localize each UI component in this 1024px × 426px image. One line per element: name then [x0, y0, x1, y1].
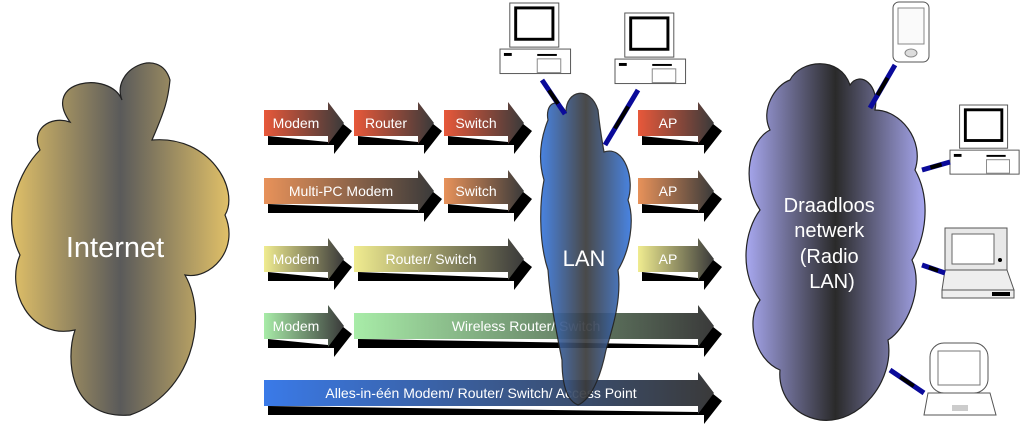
- arrow-1-2: AP: [638, 170, 722, 222]
- arrow-2-1: Router/ Switch: [354, 238, 532, 290]
- arrow-0-1: Router: [354, 102, 442, 154]
- lan-label: LAN: [563, 246, 606, 271]
- wireless-label-line: (Radio: [800, 246, 859, 268]
- devices-layer: [499, 1, 1020, 416]
- laptop-icon: [941, 227, 1015, 299]
- arrow-label: Modem: [273, 318, 320, 334]
- wireless-label-line: Draadloos: [784, 195, 875, 217]
- pda-icon: [892, 1, 930, 63]
- ibook-laptop-icon: [923, 342, 997, 416]
- arrow-3-1: Wireless Router/ Switch: [354, 305, 722, 357]
- arrow-label: Switch: [455, 115, 496, 131]
- arrow-2-2: AP: [638, 238, 722, 290]
- wireless-label-line: LAN): [809, 271, 855, 293]
- arrow-label: AP: [659, 183, 678, 199]
- arrow-0-3: AP: [638, 102, 722, 154]
- arrow-0-0: Modem: [264, 102, 352, 154]
- lan-cloud: LAN: [539, 92, 632, 406]
- desktop-pc-icon: [614, 12, 687, 85]
- arrow-label: Alles-in-één Modem/ Router/ Switch/ Acce…: [325, 385, 636, 401]
- arrow-1-0: Multi-PC Modem: [264, 170, 442, 222]
- arrow-label: Router: [365, 115, 407, 131]
- arrow-2-0: Modem: [264, 238, 352, 290]
- arrow-label: AP: [659, 115, 678, 131]
- wireless-label: Draadloos netwerk (Radio LAN): [784, 195, 881, 293]
- desktop-pc-icon: [949, 104, 1020, 175]
- desktop-pc-icon: [499, 2, 572, 75]
- arrow-label: AP: [659, 251, 678, 267]
- arrow-label: Router/ Switch: [385, 251, 476, 267]
- arrow-1-1: Switch: [444, 170, 532, 222]
- internet-cloud: Internet: [11, 62, 230, 416]
- wireless-cloud: Draadloos netwerk (Radio LAN): [745, 63, 926, 421]
- arrow-4-0: Alles-in-één Modem/ Router/ Switch/ Acce…: [264, 372, 722, 424]
- wireless-label-line: netwerk: [794, 220, 865, 242]
- arrow-label: Modem: [273, 115, 320, 131]
- arrow-label: Multi-PC Modem: [289, 183, 393, 199]
- internet-label: Internet: [66, 232, 164, 264]
- arrow-0-2: Switch: [444, 102, 532, 154]
- arrow-label: Modem: [273, 251, 320, 267]
- arrow-label: Switch: [455, 183, 496, 199]
- arrow-3-0: Modem: [264, 305, 352, 357]
